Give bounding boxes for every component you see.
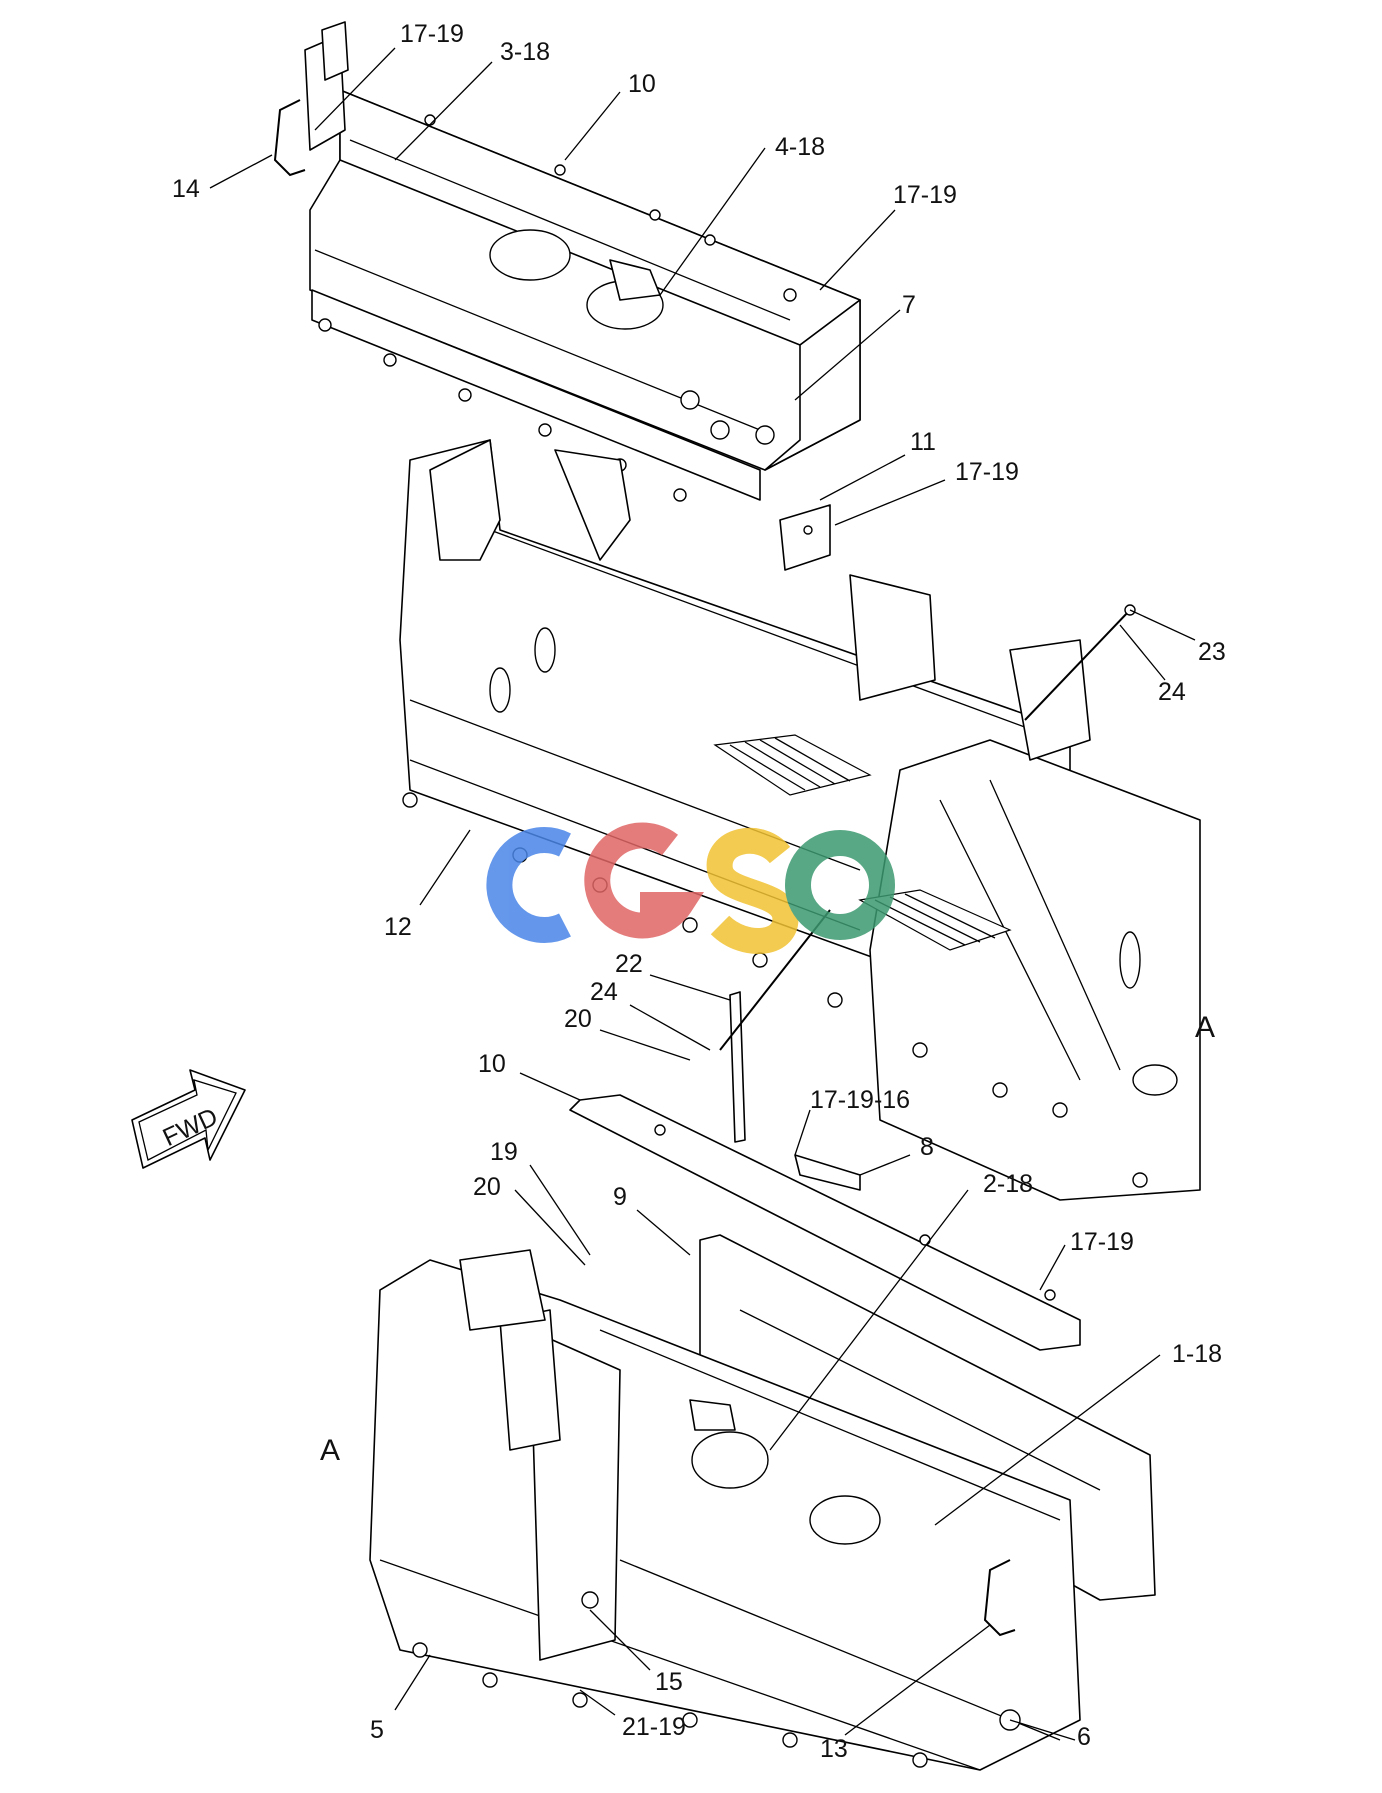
callout-9: 9	[613, 1183, 627, 1211]
callout-5: 5	[370, 1716, 384, 1744]
callout-12: 12	[384, 913, 412, 941]
callout-3-18: 3-18	[500, 38, 550, 66]
callout-8: 8	[920, 1133, 934, 1161]
watermark-s	[706, 827, 799, 954]
callout-22: 22	[615, 950, 643, 978]
callout-labels: 17-19 3-18 10 14 4-18 17-19 7 11 17-19 2…	[172, 20, 1226, 1763]
top-frame-assembly	[273, 21, 861, 502]
bracket-part-22	[729, 991, 746, 1143]
fwd-arrow: FWD	[131, 1069, 246, 1169]
callout-13: 13	[820, 1735, 848, 1763]
callout-15: 15	[655, 1668, 683, 1696]
callout-17-19-16: 17-19-16	[810, 1086, 910, 1114]
callout-21-19: 21-19	[622, 1713, 686, 1741]
callout-19: 19	[490, 1138, 518, 1166]
section-mark-left: A	[320, 1434, 340, 1467]
callout-4-18: 4-18	[775, 133, 825, 161]
callout-7: 7	[902, 291, 916, 319]
callout-14: 14	[172, 175, 200, 203]
callout-10-top: 10	[628, 70, 656, 98]
section-mark-right: A	[1195, 1011, 1215, 1044]
callout-17-19-right: 17-19	[893, 181, 957, 209]
leader-lines	[209, 47, 1196, 1741]
plate-part-11	[779, 504, 831, 571]
plate-part-10	[569, 1094, 1081, 1351]
callout-6: 6	[1077, 1723, 1091, 1751]
watermark	[486, 822, 895, 954]
right-frame-assembly	[858, 639, 1201, 1201]
grate-lines-left	[729, 737, 851, 791]
callout-10-mid: 10	[478, 1050, 506, 1078]
plate-part-8	[794, 1154, 861, 1191]
callout-20-low: 20	[473, 1173, 501, 1201]
callout-17-19-top: 17-19	[400, 20, 464, 48]
watermark-c	[486, 827, 571, 943]
bottom-frame-assembly	[369, 1234, 1156, 1771]
callout-17-19-low: 17-19	[1070, 1228, 1134, 1256]
callout-24-left: 24	[590, 978, 618, 1006]
callout-2-18: 2-18	[983, 1170, 1033, 1198]
watermark-q	[785, 830, 895, 940]
callout-11: 11	[910, 428, 936, 456]
callout-23: 23	[1198, 638, 1226, 666]
callout-17-19-mid: 17-19	[955, 458, 1019, 486]
watermark-g	[584, 822, 705, 939]
callout-20-mid: 20	[564, 1005, 592, 1033]
bolt-part-23	[1024, 609, 1131, 721]
callout-1-18: 1-18	[1172, 1340, 1222, 1368]
callout-24-right: 24	[1158, 678, 1186, 706]
